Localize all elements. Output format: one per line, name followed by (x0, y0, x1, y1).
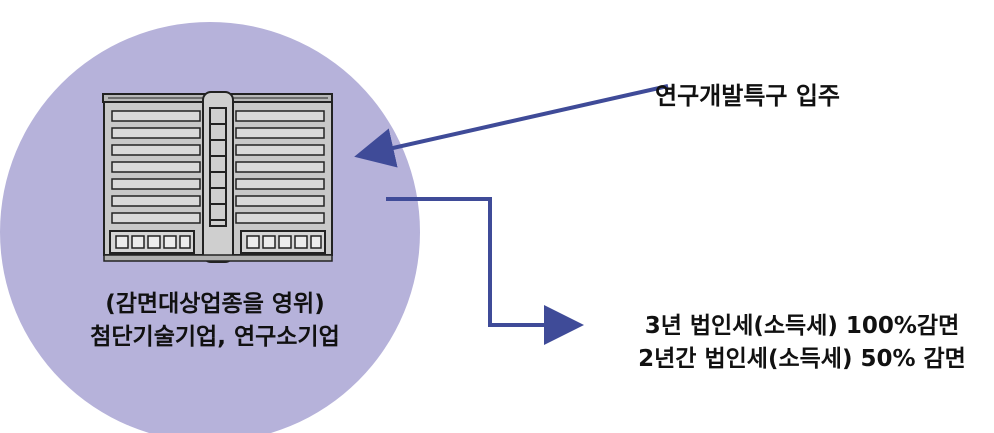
benefit-label-line-2: 2년간 법인세(소득세) 50% 감면 (638, 346, 966, 372)
office-building-icon (102, 91, 333, 263)
circle-label-line-1: (감면대상업종을 영위) (105, 291, 325, 317)
benefit-connector-arrow (386, 197, 584, 345)
benefit-label: 3년 법인세(소득세) 100%감면 2년간 법인세(소득세) 50% 감면 (612, 310, 992, 376)
entry-arrow (354, 84, 669, 168)
circle-label-line-2: 첨단기술기업, 연구소기업 (90, 324, 340, 350)
circle-label: (감면대상업종을 영위) 첨단기술기업, 연구소기업 (60, 288, 370, 354)
top-right-label: 연구개발특구 입주 (655, 82, 840, 110)
benefit-label-line-1: 3년 법인세(소득세) 100%감면 (644, 313, 960, 339)
